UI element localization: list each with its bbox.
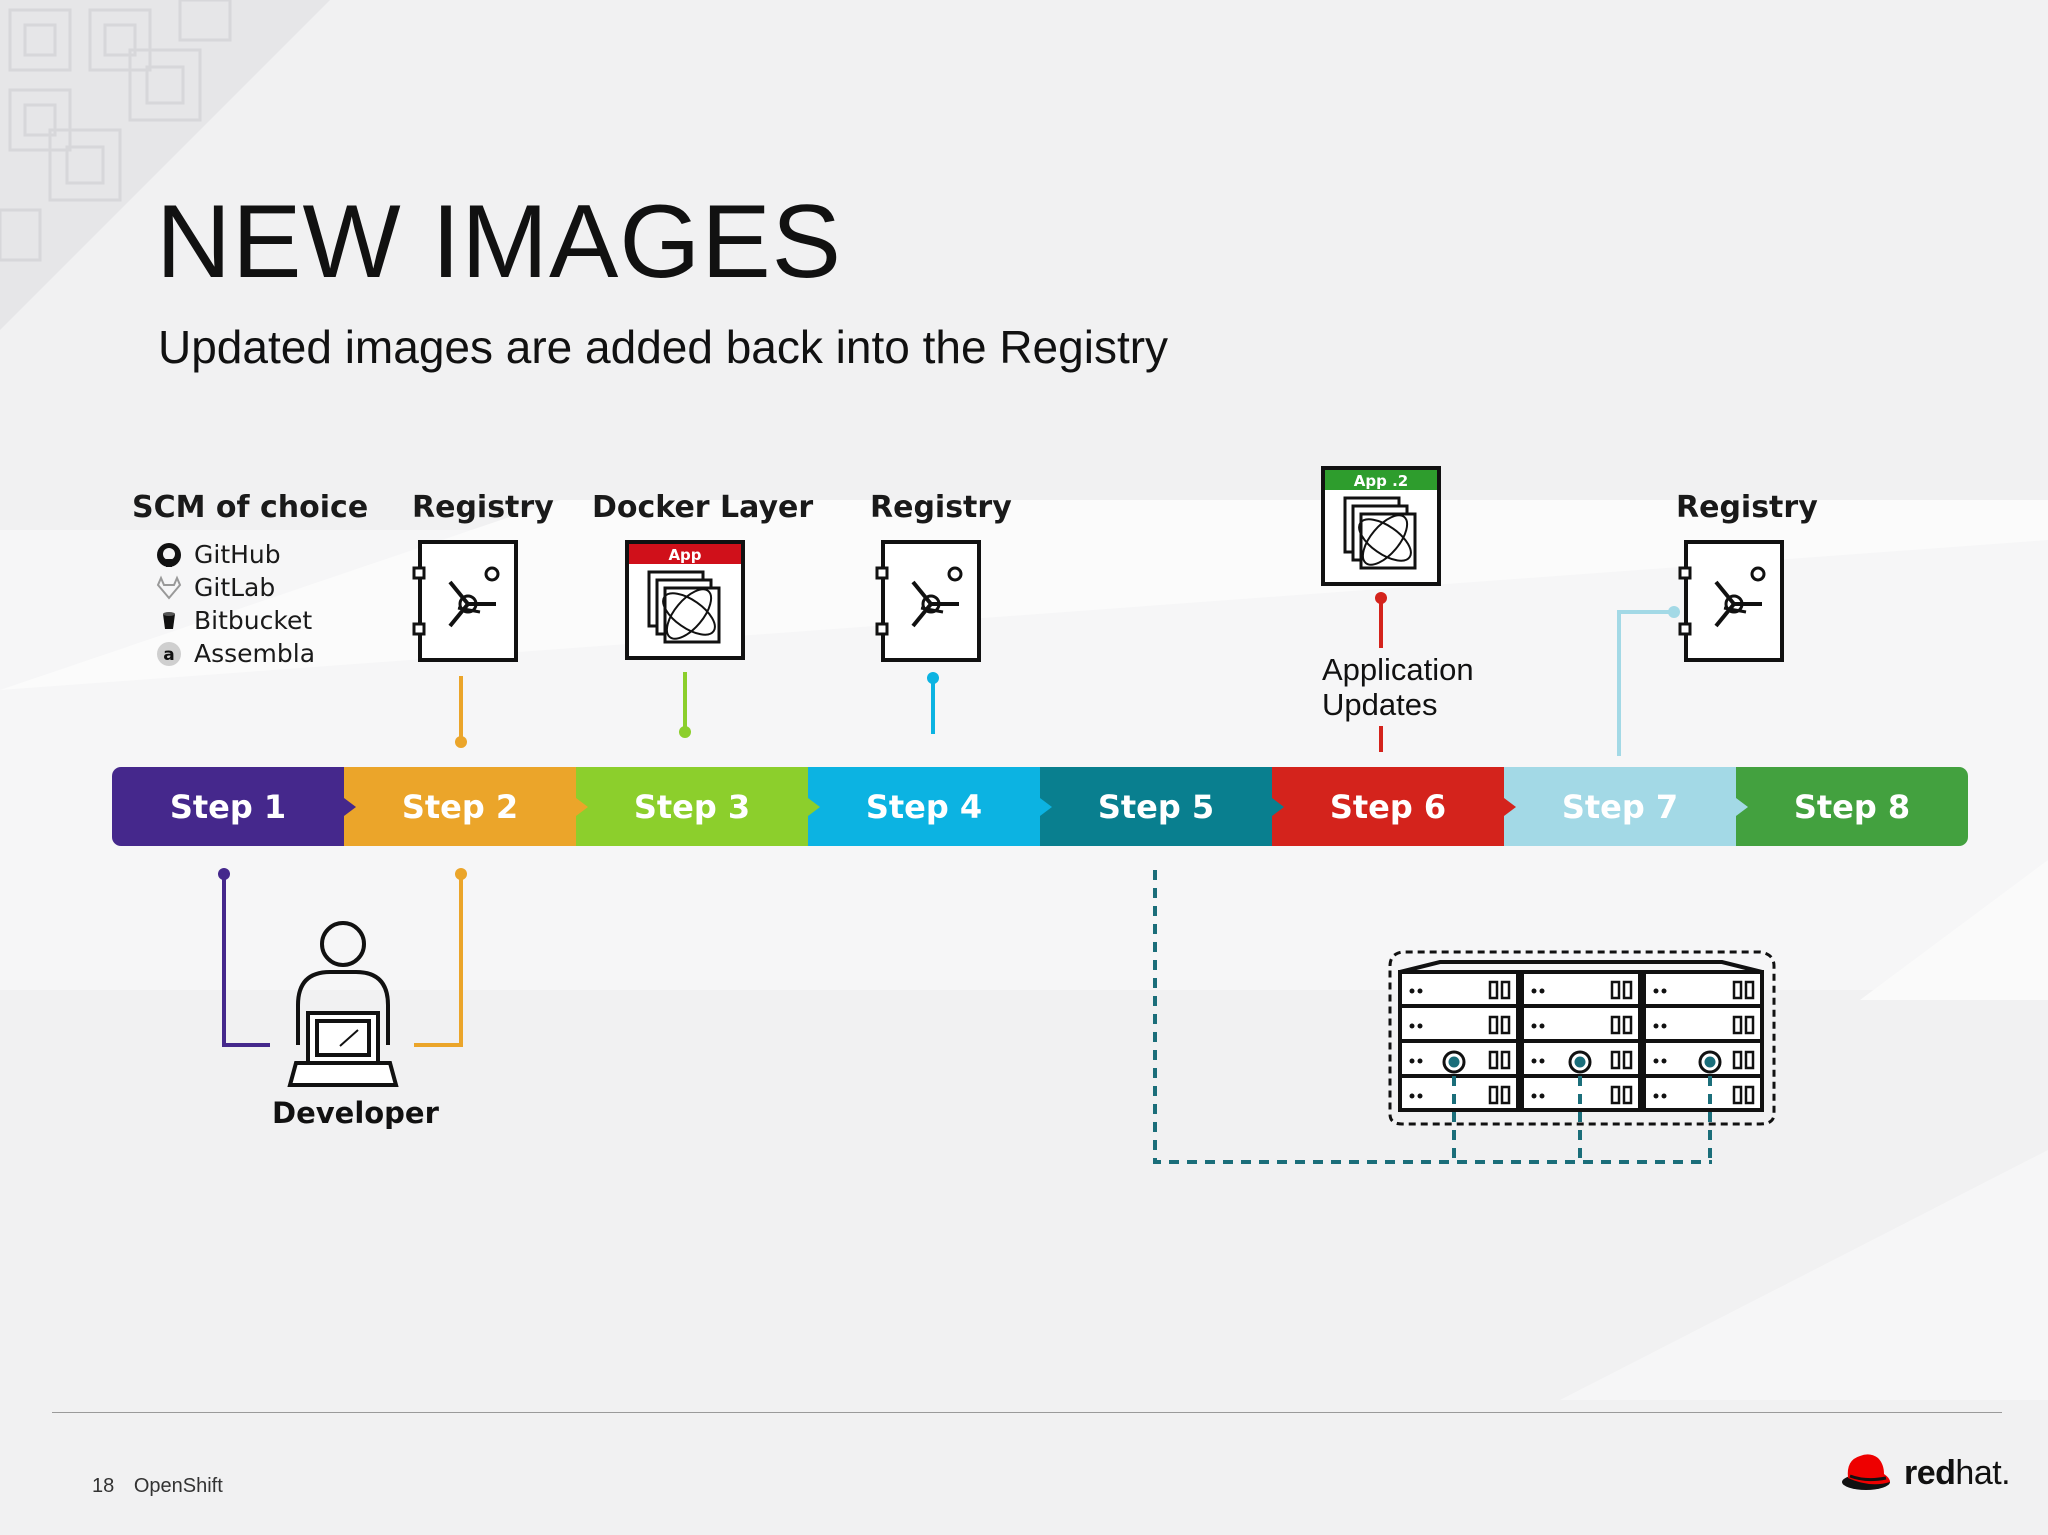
connector-step2-developer	[414, 878, 463, 1047]
app2-badge-label: App .2	[1354, 472, 1408, 490]
registry-label-2: Registry	[870, 490, 1012, 525]
scm-item-assembla: a Assembla	[156, 639, 315, 668]
github-icon	[156, 542, 182, 568]
registry-label-1: Registry	[412, 490, 554, 525]
footer-label: OpenShift	[133, 1475, 223, 1497]
footer: 18 OpenShift	[92, 1475, 223, 1498]
redhat-logo: redhat.	[1840, 1448, 2011, 1498]
connector-step1-developer	[222, 878, 270, 1047]
app-badge-label: App	[668, 546, 701, 564]
step-2: Step 2	[344, 767, 588, 846]
server-cluster-icon	[1388, 950, 1776, 1126]
registry-vault-icon-3	[1678, 540, 1784, 662]
app-badge-bg	[629, 544, 741, 564]
step-bar: Step 1 Step 2 Step 3 Step 4 Step 5 Step …	[112, 767, 1968, 846]
connector-dot	[455, 736, 467, 748]
step-3: Step 3	[576, 767, 820, 846]
page-subtitle: Updated images are added back into the R…	[158, 321, 1169, 373]
updated-app-image-icon: App .2	[1321, 466, 1441, 586]
connector-dot	[218, 868, 230, 880]
docker-layer-app-icon: App	[625, 540, 745, 660]
registry-vault-icon-1	[412, 540, 518, 662]
registry-vault-icon-2	[875, 540, 981, 662]
bitbucket-icon	[156, 608, 182, 634]
developer-label: Developer	[272, 1096, 439, 1130]
developer-icon	[287, 921, 399, 1087]
page-title: NEW IMAGES	[156, 184, 843, 300]
scm-item-gitlab: GitLab	[156, 573, 275, 602]
step-5: Step 5	[1040, 767, 1284, 846]
connector-dot	[927, 672, 939, 684]
connector-dot	[1375, 592, 1387, 604]
scm-heading: SCM of choice	[132, 490, 369, 525]
svg-text:a: a	[163, 645, 174, 665]
connector-dot	[455, 868, 467, 880]
connector-step7-registry	[1617, 610, 1672, 756]
connector-dot	[679, 726, 691, 738]
redhat-hat-icon	[1842, 1454, 1890, 1490]
assembla-icon: a	[156, 641, 182, 667]
scm-item-github: GitHub	[156, 540, 281, 569]
connector-step5-servers	[1153, 870, 1712, 1164]
page-number: 18	[92, 1475, 115, 1497]
step-6: Step 6	[1272, 767, 1516, 846]
step-1: Step 1	[112, 767, 356, 846]
application-updates-label: Application Updates	[1322, 652, 1474, 722]
registry-label-3: Registry	[1676, 490, 1818, 525]
app2-badge-bg	[1325, 470, 1437, 490]
docker-layer-label: Docker Layer	[592, 490, 814, 525]
step-7: Step 7	[1504, 767, 1748, 846]
connector-dot	[1668, 606, 1680, 618]
footer-divider	[52, 1412, 2002, 1413]
redhat-wordmark: redhat.	[1904, 1453, 2011, 1492]
step-8: Step 8	[1736, 767, 1968, 846]
step-4: Step 4	[808, 767, 1052, 846]
gitlab-icon	[156, 574, 182, 601]
scm-item-bitbucket: Bitbucket	[156, 606, 312, 635]
